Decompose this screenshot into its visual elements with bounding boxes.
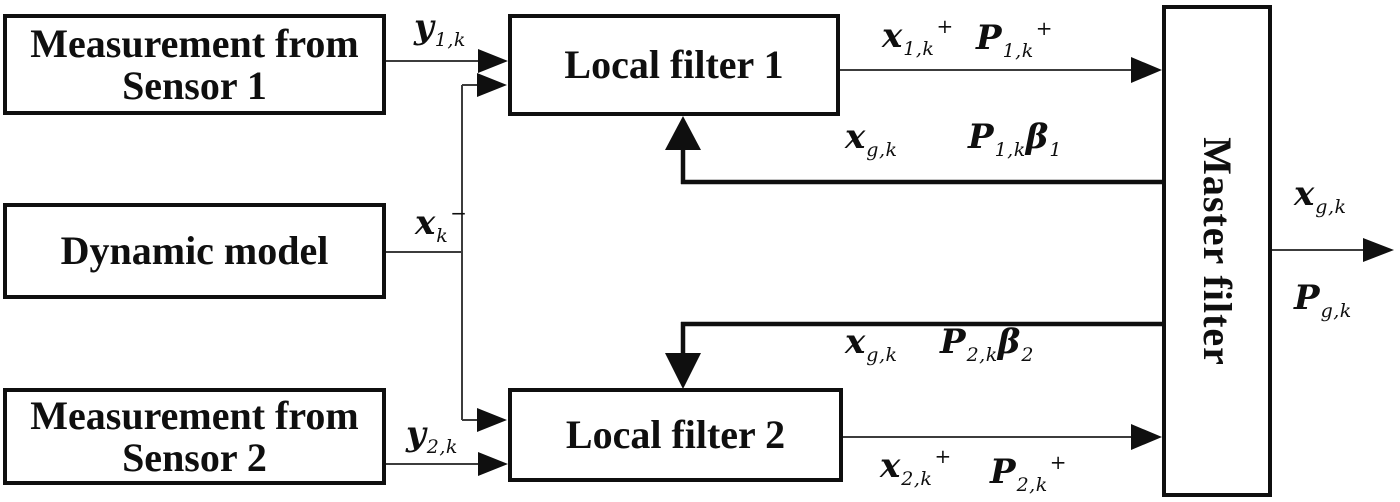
subscript: 2,k [901,468,933,490]
signal-label-xgk-to-lf2: xg,k [845,322,898,366]
node-local-filter1: Local filter 1 [508,14,840,116]
var: x [845,117,866,157]
var: x [415,203,436,243]
var: P [940,322,966,362]
signal-label-xk-minus: xk− [415,201,467,247]
node-label-line2: Sensor 2 [122,434,267,480]
arrowhead-feedback-to-lf2 [665,353,701,389]
signal-label-P2k-plus: P2,k+ [990,450,1067,496]
signal-label-y2k: y2,k [406,414,458,458]
superscript: + [1035,16,1053,40]
node-local-filter2: Local filter 2 [508,388,843,482]
node-label: Local filter 1 [564,42,784,87]
subscript: 1,k [903,38,935,60]
signal-label-xgk-output: xg,k [1294,174,1347,218]
signal-label-y1k: y1,k [414,7,466,51]
var: P [1294,278,1320,318]
arrowhead-lf1-to-master [1131,57,1162,83]
signal-label-x1k-plus: x1,k+ [882,14,953,60]
subscript: 1,k [1002,40,1034,62]
node-dynamic-model: Dynamic model [3,203,386,299]
signal-label-P1k-plus: P1,k+ [976,16,1053,62]
arrowhead-feedback-to-lf1 [665,116,701,150]
var-beta: β [997,322,1021,362]
subscript: 1,k [434,29,466,51]
subscript-beta: 1 [1049,139,1062,161]
var: y [406,414,426,454]
subscript-beta: 2 [1021,344,1034,366]
arrowhead-dynamic-to-lf1 [477,73,507,97]
var: x [882,16,903,56]
superscript: + [1049,450,1067,474]
arrowhead-sensor2-to-lf2 [478,452,508,476]
signal-label-xgk-to-lf1: xg,k [845,117,898,161]
var: P [990,452,1016,492]
var: P [968,117,994,157]
subscript: g,k [866,139,898,161]
var: x [845,322,866,362]
subscript: g,k [866,344,898,366]
var: x [1294,174,1315,214]
node-label-line1: Measurement from [30,392,359,438]
signal-label-P1k-beta1: P1,kβ1 [968,117,1062,161]
subscript: g,k [1315,196,1347,218]
node-master-filter: Master filter [1162,5,1272,497]
subscript: g,k [1320,300,1352,322]
node-label-line1: Measurement from [30,20,359,66]
superscript: − [450,201,468,225]
node-label: Dynamic model [60,228,329,273]
node-label: Local filter 2 [565,412,786,457]
signal-label-P2k-beta2: P2,kβ2 [940,322,1034,366]
node-label-vertical: Master filter [1194,136,1240,366]
subscript: 2,k [966,344,998,366]
var: x [880,446,901,486]
arrowhead-dynamic-to-lf2 [477,408,507,432]
signal-label-x2k-plus: x2,k+ [880,444,951,490]
superscript: + [934,444,952,468]
signal-label-Pgk-output: Pg,k [1294,278,1352,322]
node-measurement-sensor2: Measurement from Sensor 2 [3,388,386,485]
arrowhead-lf2-to-master [1131,424,1162,450]
subscript: 2,k [426,436,458,458]
node-label: Measurement from Sensor 2 [30,392,359,480]
node-label-line2: Sensor 1 [122,62,267,108]
node-measurement-sensor1: Measurement from Sensor 1 [3,14,386,115]
var: y [414,7,434,47]
node-label: Measurement from Sensor 1 [30,20,359,108]
arrowhead-master-output [1363,238,1394,262]
superscript: + [936,14,954,38]
var-beta: β [1025,117,1049,157]
var: P [976,18,1002,58]
subscript: 2,k [1016,474,1048,496]
arrowhead-sensor1-to-lf1 [478,49,508,73]
subscript: k [436,225,449,247]
subscript: 1,k [994,139,1026,161]
